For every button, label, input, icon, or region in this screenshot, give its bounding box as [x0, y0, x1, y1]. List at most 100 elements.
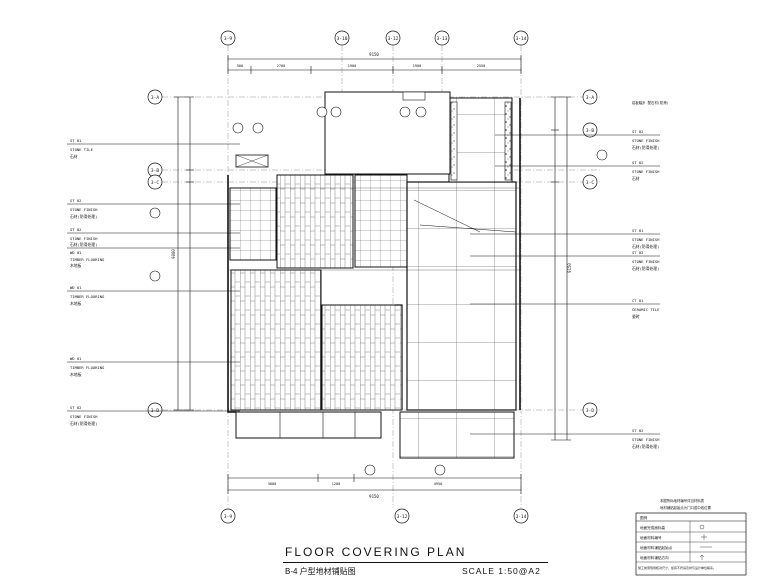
right-tag-2-code: ST 02	[632, 160, 643, 165]
left-tag-4-code: WD 01	[70, 250, 82, 255]
right-tag-6-cn: 石材(防滑处理)	[632, 444, 659, 449]
legend-footer: 施工前须现场核对尺寸，如有不符请及时与设计单位联系。	[638, 565, 716, 570]
right-tag-2-en: STONE FINISH	[632, 169, 660, 174]
left-tag-2-code: ST 02	[70, 198, 81, 203]
top-dim-5: 2550	[477, 64, 485, 68]
grid-bubble-bottom-2	[394, 508, 410, 524]
svg-text:3-B: 3-B	[586, 128, 594, 134]
top-dimension-chain	[227, 55, 522, 74]
left-tag-3-code: ST 02	[70, 227, 81, 232]
legend-row-3: 地面材料铺贴起始点	[640, 545, 673, 550]
left-tag-4-en: TIMBER FLOORING	[70, 257, 105, 262]
left-tag-2-en: STONE FINISH	[70, 207, 98, 212]
title-underline	[283, 562, 548, 563]
right-dimension-chain	[551, 96, 571, 441]
svg-text:3-D: 3-D	[586, 408, 594, 414]
legend-title: 图例	[640, 515, 648, 520]
bottom-dim-2: 1200	[332, 482, 340, 486]
bathroom-2-tile	[354, 174, 408, 268]
bedroom-2-wood-floor	[230, 269, 322, 411]
grid-bubble-left-3	[147, 174, 163, 190]
grid-bubble-right-3	[582, 174, 598, 190]
right-tag-4-en: STONE FINISH	[632, 259, 660, 264]
legend-texts: 图例 地面完成面标高 地面材料编号 地面材料铺贴起始点 地面材料铺贴方向 施工前…	[638, 515, 716, 570]
top-dim-2: 2700	[277, 64, 285, 68]
bottom-dim-3: 4950	[434, 482, 442, 486]
left-tag-6-cn: 木地板	[70, 372, 82, 377]
left-tag-4-cn: 木地板	[70, 263, 82, 268]
entry-corridor	[324, 91, 451, 175]
grid-bubble-left-4	[147, 402, 163, 418]
left-tag-6-code: WD 01	[70, 356, 82, 361]
bottom-total-dim: 9150	[369, 494, 379, 499]
left-tag-5-cn: 木地板	[70, 301, 82, 306]
drawing-scale: SCALE 1:50@A2	[462, 566, 541, 576]
right-tag-5-cn: 瓷砖	[632, 314, 640, 319]
grid-bubble-right-2	[582, 122, 598, 138]
svg-text:3-14: 3-14	[516, 36, 527, 42]
grid-bubble-right-4	[582, 402, 598, 418]
left-tag-7-cn: 石材(防滑处理)	[70, 421, 97, 426]
general-notes: 本图所标地材编号详见材料表 地材铺贴起始点为门口或中线位置	[660, 498, 711, 510]
svg-text:3-14: 3-14	[516, 514, 527, 520]
left-tag-1-en: STONE TILE	[70, 147, 94, 152]
grid-bubble-top-4	[434, 30, 450, 46]
svg-text:3-12: 3-12	[397, 514, 408, 520]
left-tag-texts: ST 01 STONE TILE 石材 ST 02 STONE FINISH 石…	[70, 138, 105, 426]
right-total-dim: 9150	[567, 263, 572, 273]
svg-text:3-12: 3-12	[388, 36, 399, 42]
left-tag-7-code: ST 02	[70, 405, 81, 410]
left-tag-6-en: TIMBER FLOORING	[70, 365, 105, 370]
right-note: 铝板踏步 配石材(防滑)	[632, 100, 669, 105]
right-tag-3-cn: 石材(防滑处理)	[632, 244, 659, 249]
bedroom-1-wood-floor	[276, 174, 354, 269]
top-dim-3: 1900	[348, 64, 356, 68]
svg-text:3-C: 3-C	[586, 180, 594, 186]
svg-text:3-B: 3-B	[151, 168, 159, 174]
left-tag-5-code: WD 01	[70, 285, 82, 290]
top-dim-4: 1900	[413, 64, 421, 68]
legend-row-1: 地面完成面标高	[640, 525, 666, 530]
svg-text:3-13: 3-13	[437, 36, 448, 42]
bottom-dimension-chain	[227, 474, 522, 494]
left-tag-3-en: STONE FINISH	[70, 236, 98, 241]
left-tag-1-code: ST 01	[70, 138, 82, 143]
balcony-tile	[399, 411, 515, 459]
stone-border-left	[450, 101, 458, 181]
svg-text:3-9: 3-9	[224, 36, 232, 42]
legend-row-2: 地面材料编号	[640, 535, 662, 540]
right-tag-4-cn: 石材(防滑处理)	[632, 266, 659, 271]
right-tag-2-cn: 石材	[632, 176, 640, 181]
bottom-dim-1: 3000	[268, 482, 276, 486]
stone-border-right	[504, 101, 512, 181]
note-2: 地材铺贴起始点为门口或中线位置	[660, 505, 711, 510]
detail-callouts	[149, 106, 608, 476]
left-tag-3-cn: 石材(防滑处理)	[70, 242, 97, 247]
grid-bubbles: 3-9 3-10 3-12 3-13 3-14 3-9 3-12 3-14 3-…	[147, 30, 598, 524]
svg-text:3-A: 3-A	[151, 95, 159, 101]
right-tag-4-code: ST 02	[632, 250, 643, 255]
legend-box	[635, 512, 747, 576]
right-tag-3-code: ST 01	[632, 228, 644, 233]
left-material-tags	[67, 143, 240, 412]
left-dimension-chain	[174, 96, 194, 411]
svg-text:3-10: 3-10	[337, 36, 348, 42]
svg-text:3-9: 3-9	[224, 514, 232, 520]
bathroom-1-tile	[229, 187, 277, 261]
grid-bubble-top-3	[385, 30, 401, 46]
top-total-dim: 9150	[369, 52, 379, 57]
top-dim-1: 500	[237, 64, 243, 68]
bedroom-3-wood-floor	[321, 304, 403, 411]
right-tag-5-en: CERAMIC TILE	[632, 307, 660, 312]
grid-bubble-top-2	[334, 30, 350, 46]
note-1: 本图所标地材编号详见材料表	[660, 498, 705, 503]
right-tag-5-code: CT 01	[632, 298, 644, 303]
right-tag-1-en: STONE FINISH	[632, 138, 660, 143]
grid-lines	[162, 45, 600, 508]
grid-bubble-bottom-1	[220, 508, 236, 524]
right-material-tags	[470, 134, 660, 435]
right-tag-texts: 铝板踏步 配石材(防滑) ST 02 STONE FINISH 石材(防滑处理)…	[632, 100, 669, 449]
legend-row-4: 地面材料铺贴方向	[640, 555, 669, 560]
left-tag-7-en: STONE FINISH	[70, 414, 98, 419]
